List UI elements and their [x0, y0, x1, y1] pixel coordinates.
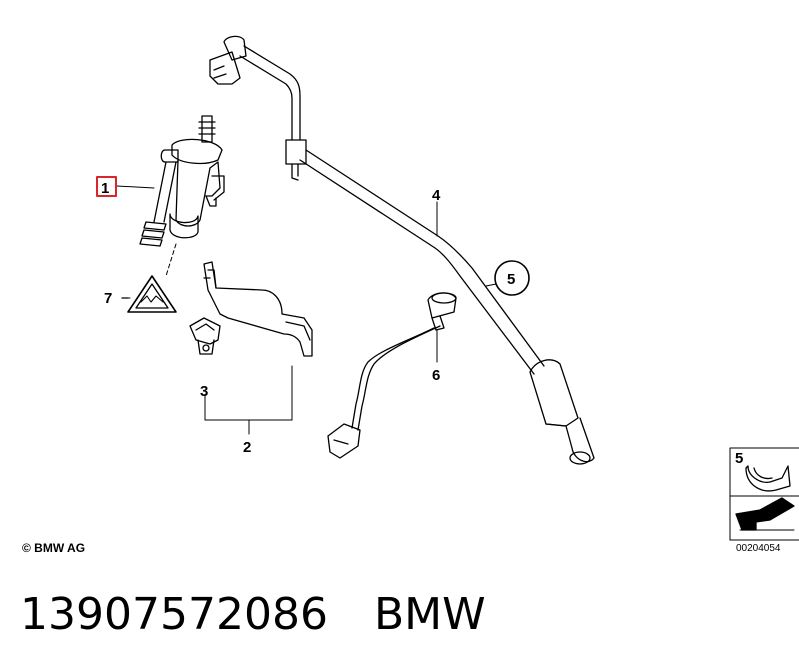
part-7-warning-label — [121, 275, 177, 313]
callout-2: 2 — [243, 439, 251, 456]
inset-box — [729, 447, 799, 541]
callout-3: 3 — [200, 383, 208, 400]
callout-6: 6 — [432, 367, 440, 384]
brand-name: BMW — [373, 589, 486, 640]
leader-lines — [116, 185, 497, 435]
inset-label: 5 — [735, 450, 743, 467]
callout-4: 4 — [432, 187, 441, 204]
callout-5-circle — [494, 260, 530, 296]
callout-7: 7 — [104, 290, 112, 307]
part-1-valve — [139, 115, 225, 277]
part-2-bracket — [203, 261, 313, 357]
part-3-clip — [189, 317, 221, 355]
callout-5: 5 — [507, 271, 515, 288]
part-4-hose — [209, 35, 595, 465]
part-number-line: 13907572086 BMW — [20, 585, 486, 645]
copyright: © BMW AG — [22, 541, 86, 555]
diagram-code: 00204054 — [736, 543, 781, 554]
callout-1-highlight — [96, 176, 117, 197]
parts-diagram: 1 2 3 4 5 6 7 5 — [96, 35, 799, 541]
callout-1: 1 — [101, 180, 109, 197]
part-number: 13907572086 — [20, 589, 328, 640]
part-6-sensor — [327, 292, 457, 459]
